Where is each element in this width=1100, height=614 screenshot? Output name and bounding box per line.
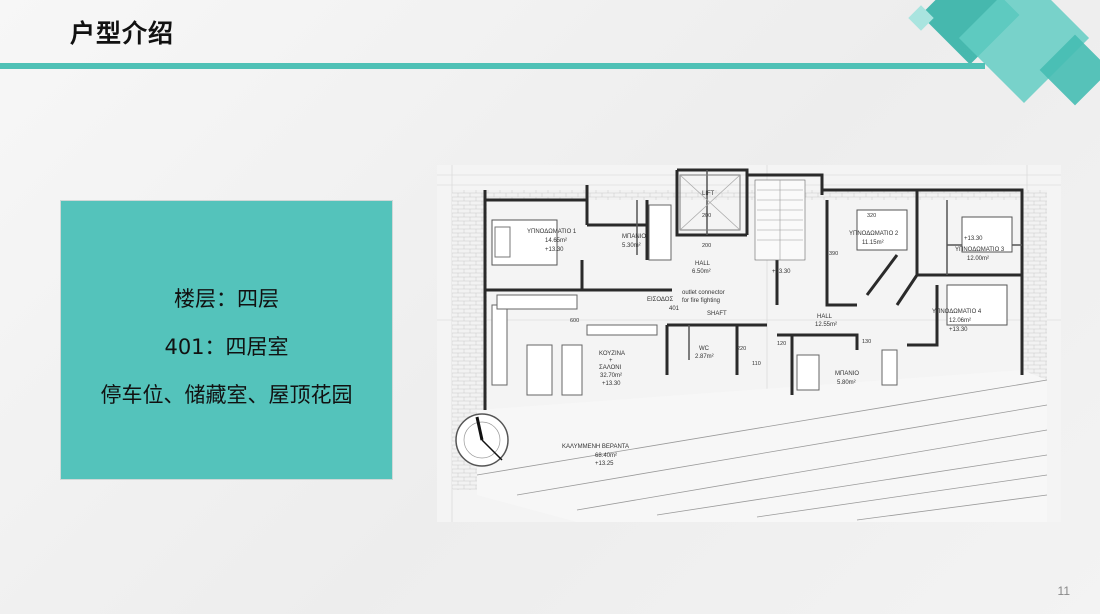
wc-area: 2.87m² [695,354,714,360]
kitchen-plus: + [609,358,613,364]
bath1-area: 5.30m² [622,243,641,249]
bedroom3-level: +13.30 [964,236,983,242]
bedroom3-area: 12.00m² [967,256,989,262]
bedroom4-area: 12.06m² [949,318,971,324]
info-box: 楼层：四层 401：四居室 停车位、储藏室、屋顶花园 [61,201,392,479]
outlet-line2: for fire fighting [682,298,720,304]
hall2-name: HALL [817,314,833,320]
veranda-name: ΚΑΛΥΜΜΕΝΗ ΒΕΡΑΝΤΑ [562,444,629,450]
slide-title: 户型介绍 [70,19,175,48]
dim-6: 110 [752,361,761,367]
info-features: 停车位、储藏室、屋顶花园 [100,383,353,407]
floor-plan: ΥΠΝΟΔΩΜΑΤΙΟ 1 14.65m² +13.30 ΜΠΑΝΙΟ 5.30… [437,165,1061,522]
bedroom1-level: +13.30 [545,247,564,253]
bedroom2-area: 11.15m² [862,240,884,246]
dim-5: 220 [737,346,746,352]
entrance-label: ΕΙΣΟΔΟΣ [647,297,673,303]
dim-1: 200 [702,213,711,219]
kitchen-level: +13.30 [602,381,621,387]
dim-2: 200 [702,243,711,249]
bedroom4-name: ΥΠΝΟΔΩΜΑΤΙΟ 4 [932,309,982,315]
bath2-area: 5.80m² [837,380,856,386]
dim-8: 120 [777,341,786,347]
decorative-diamonds [908,0,1100,106]
bedroom2-name: ΥΠΝΟΔΩΜΑΤΙΟ 2 [849,231,899,237]
info-floor: 楼层：四层 [174,287,279,311]
bath1-name: ΜΠΑΝΙΟ [622,234,646,240]
bedroom3-name: ΥΠΝΟΔΩΜΑΤΙΟ 3 [955,247,1005,253]
wc-name: WC [699,346,710,352]
hall1-area: 6.50m² [692,269,711,275]
dim-3: 390 [829,251,838,257]
shaft-label: SHAFT [707,311,727,317]
page-number: 11 [1057,584,1070,598]
veranda-area: 68.40m² [595,453,617,459]
bedroom1-area: 14.65m² [545,238,567,244]
hall1-name: HALL [695,261,711,267]
lift-label: LIFT [702,191,715,197]
kitchen-name: ΚΟΥΖΙΝΑ [599,351,625,357]
dim-4: 320 [867,213,876,219]
veranda-level: +13.25 [595,461,614,467]
dim-7: 130 [862,339,871,345]
bath2-name: ΜΠΑΝΙΟ [835,371,859,377]
hall2-area: 12.55m² [815,322,837,328]
apt-number: 401 [669,306,680,312]
outlet-line1: outlet connector [682,290,725,296]
bedroom1-name: ΥΠΝΟΔΩΜΑΤΙΟ 1 [527,229,577,235]
kitchen-name2: ΣΑΛΟΝΙ [599,365,622,371]
dim-9: 600 [570,318,579,324]
level-a: +13.30 [772,269,791,275]
bedroom4-level: +13.30 [949,327,968,333]
info-layout: 401：四居室 [164,335,289,359]
title-underline [0,63,985,69]
kitchen-area: 32.70m² [600,373,622,379]
